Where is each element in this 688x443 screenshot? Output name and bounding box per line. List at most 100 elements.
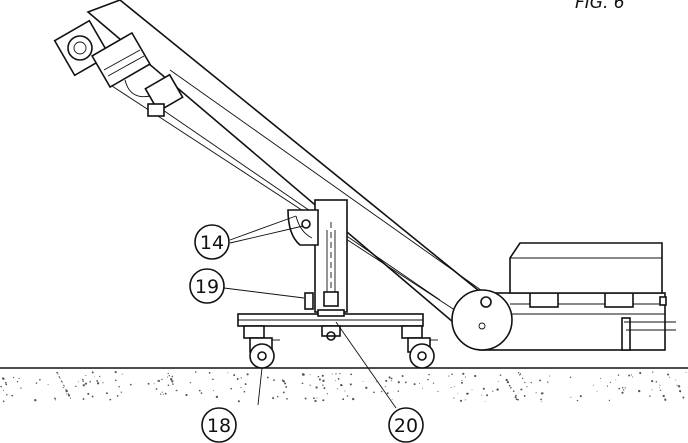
ground-speck: [675, 379, 677, 381]
ground-speck: [213, 390, 214, 391]
ground-speck: [322, 379, 325, 382]
ground-speck: [628, 374, 631, 377]
ground-speck: [170, 378, 173, 381]
ground-speck: [91, 395, 94, 398]
ground-speck: [236, 378, 239, 380]
ground-speck: [484, 401, 486, 402]
ground-speck: [102, 382, 104, 384]
ground-speck: [208, 372, 211, 374]
ground-speck: [437, 391, 439, 393]
ground-speck: [56, 371, 58, 374]
ground-speck: [77, 381, 79, 383]
ground-speck: [499, 374, 502, 376]
ground-speck: [349, 383, 352, 386]
ground-speck: [664, 398, 666, 400]
ground-speck: [679, 391, 682, 393]
ground-speck: [233, 374, 236, 377]
ground-speck: [85, 374, 87, 377]
ground-speck: [314, 399, 317, 403]
ground-speck: [535, 392, 537, 394]
ground-speck: [317, 375, 320, 378]
ground-speck: [608, 399, 611, 402]
ground-speck: [496, 388, 499, 391]
ground-speck: [246, 373, 249, 376]
ground-speck: [109, 398, 112, 401]
ground-speck: [212, 378, 214, 381]
ground-speck: [520, 388, 523, 391]
ground-speck: [419, 383, 421, 384]
ground-speck: [365, 386, 368, 389]
ground-speck: [486, 394, 489, 397]
ground-speck: [524, 381, 526, 384]
ground-speck: [227, 372, 229, 374]
ground-speck: [336, 388, 338, 390]
ground-speck: [304, 397, 307, 400]
ground-speck: [482, 387, 485, 390]
ground-speck: [621, 391, 624, 394]
pivot-bracket: [287, 209, 319, 246]
ground-speck: [450, 386, 452, 389]
ground-speck: [277, 395, 279, 398]
conveyor-boom: [86, 0, 507, 329]
ground-speck: [326, 393, 328, 395]
ground-speck: [171, 380, 174, 383]
callout-14: 14: [194, 224, 230, 260]
ground-speck: [189, 381, 192, 384]
ground-speck: [4, 381, 7, 384]
ground-speck: [468, 392, 470, 394]
ground-speck: [596, 391, 598, 393]
ground-speck: [617, 374, 620, 376]
ground-speck: [397, 390, 400, 393]
ground-speck: [515, 398, 518, 401]
ground-speck: [47, 384, 49, 386]
ground-speck: [10, 395, 12, 397]
callout-18-number: 18: [207, 415, 231, 437]
ground-speck: [405, 381, 407, 384]
ground-speck: [160, 393, 162, 395]
ground-speck: [639, 371, 642, 375]
callout-20: 20: [388, 407, 424, 443]
ground-speck: [185, 393, 188, 397]
ground-speck: [6, 393, 8, 396]
ground-speck: [89, 381, 91, 383]
ground-speck: [115, 379, 117, 382]
ground-speck: [576, 399, 579, 402]
ground-speck: [153, 383, 155, 385]
ground-speck: [662, 394, 665, 398]
ground-speck: [530, 381, 532, 384]
ground-speck: [65, 393, 67, 395]
ground-speck: [309, 374, 311, 376]
ground-speck: [161, 391, 163, 393]
ground-texture: [0, 371, 687, 403]
ground-speck: [505, 378, 508, 382]
ground-speck: [342, 398, 345, 401]
ground-speck: [448, 375, 450, 377]
ground-speck: [129, 383, 132, 386]
ground-speck: [344, 390, 346, 392]
callout-14-number: 14: [200, 232, 224, 254]
ground-speck: [427, 378, 429, 381]
ground-speck: [474, 374, 477, 378]
lock-handle: [304, 292, 314, 310]
ground-speck: [669, 376, 671, 378]
ground-speck: [453, 397, 455, 399]
ground-speck: [63, 384, 65, 387]
ground-speck: [164, 392, 167, 395]
ground-speck: [492, 390, 494, 392]
ground-speck: [622, 389, 625, 391]
ground-speck: [301, 373, 305, 376]
ground-speck: [94, 376, 96, 378]
ground: [0, 367, 688, 403]
ground-speck: [335, 373, 337, 375]
ground-speck: [373, 391, 375, 394]
ground-speck: [421, 387, 423, 389]
ground-speck: [99, 375, 101, 378]
ground-speck: [64, 386, 65, 388]
ground-speck: [615, 379, 617, 381]
ground-speck: [506, 380, 510, 384]
ground-speck: [285, 385, 288, 388]
base-frame: [237, 309, 424, 341]
ground-speck: [676, 384, 678, 386]
ground-speck: [514, 396, 517, 399]
ground-speck: [54, 397, 56, 400]
